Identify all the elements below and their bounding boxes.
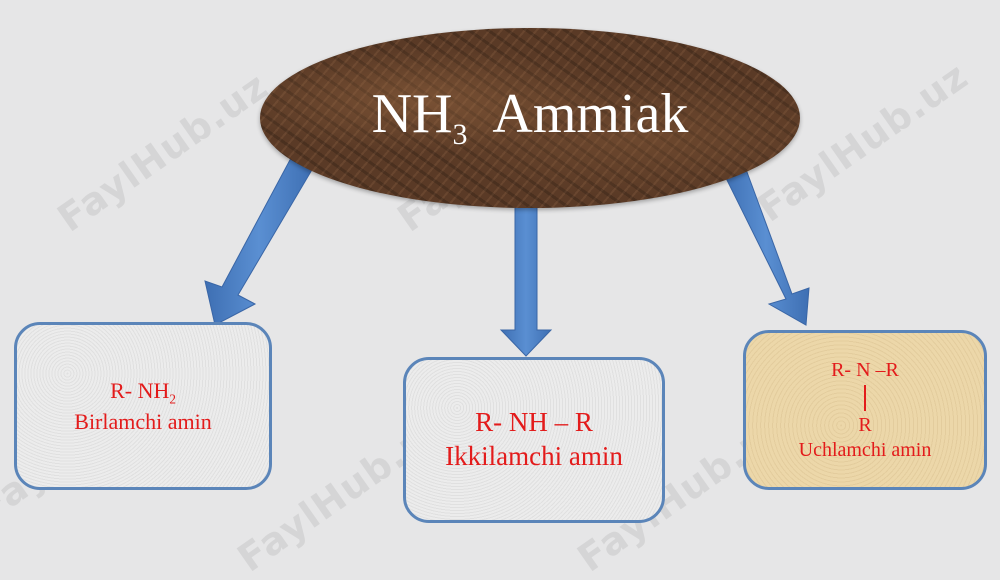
title-formula: NH xyxy=(371,83,453,145)
primary-amine-box: R- NH2 Birlamchi amin xyxy=(14,322,272,490)
arrow-left xyxy=(204,157,314,326)
secondary-amine-formula: R- NH – R xyxy=(475,407,593,438)
primary-amine-label: Birlamchi amin xyxy=(74,408,212,434)
primary-amine-formula: R- NH2 xyxy=(110,377,176,408)
title-word: Ammiak xyxy=(492,83,689,145)
tertiary-amine-formula-top: R- N –R xyxy=(831,358,899,381)
secondary-amine-box: R- NH – R Ikkilamchi amin xyxy=(403,357,665,523)
ammonia-ellipse: NH3 Ammiak xyxy=(260,28,800,208)
diagram-title: NH3 Ammiak xyxy=(372,86,689,150)
arrows-layer xyxy=(204,157,810,357)
title-subscript: 3 xyxy=(452,118,468,151)
arrow-center xyxy=(499,204,553,357)
tertiary-amine-box: R- N –R R Uchlamchi amin xyxy=(743,330,987,490)
secondary-amine-label: Ikkilamchi amin xyxy=(445,441,623,471)
bond-line xyxy=(864,384,866,411)
tertiary-amine-formula-bottom: R xyxy=(858,413,872,436)
formula-text: R- NH xyxy=(110,377,170,403)
arrow-right xyxy=(722,163,810,326)
formula-subscript: 2 xyxy=(169,391,176,407)
tertiary-amine-label: Uchlamchi amin xyxy=(798,438,932,461)
